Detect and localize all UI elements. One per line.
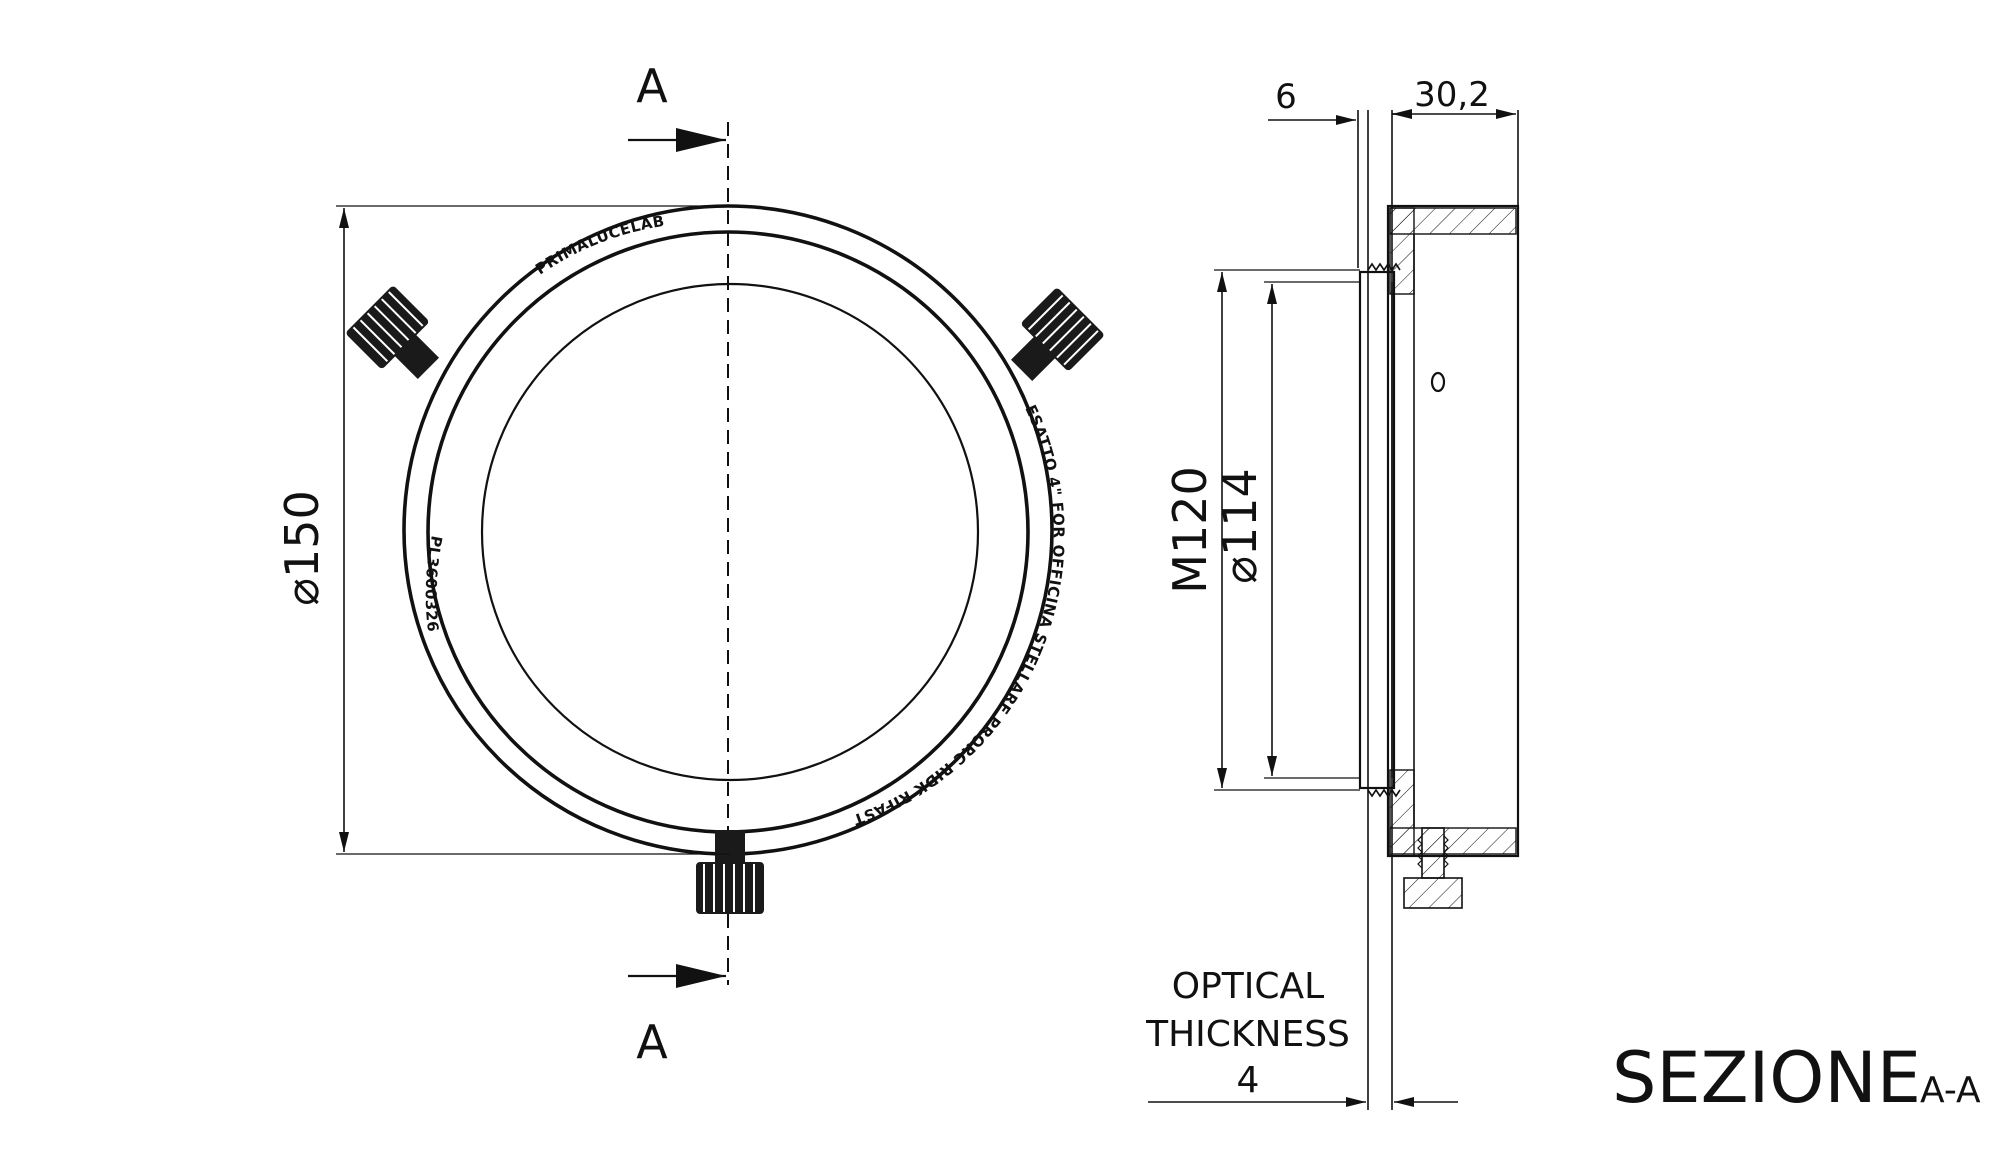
cell-body: [1386, 204, 1520, 858]
dim-length: 30,2: [1414, 75, 1490, 115]
section-mark-bottom: A: [636, 1015, 668, 1069]
dim-thread: M120: [1163, 466, 1217, 594]
section-mark-top: A: [636, 59, 668, 113]
thread-spigot: [1358, 270, 1396, 790]
section-title: SEZIONE: [1612, 1037, 1921, 1119]
dim-flange: 6: [1275, 77, 1297, 117]
inner-aperture: [480, 282, 980, 782]
pin-hole: [1430, 371, 1446, 393]
section-screw: [1403, 827, 1463, 909]
thread-teeth-top: [1367, 262, 1401, 272]
thumb-screw-bottom: [696, 830, 764, 914]
section-id: A-A: [1920, 1070, 1981, 1111]
thumb-screw-left: [346, 286, 439, 379]
engraving-right: ESATTO 4" FOR OFFICINA STELLARE PRORC RI…: [850, 402, 1067, 829]
engraving-left: PL3600326: [422, 534, 446, 633]
note-line2: THICKNESS: [1145, 1014, 1350, 1055]
note-value: 4: [1237, 1060, 1260, 1101]
front-view: A A: [275, 59, 1104, 1069]
dim-outer-diameter: ⌀150: [275, 490, 329, 606]
thumb-screw-right: [1011, 288, 1104, 381]
dim-bore: ⌀114: [1213, 468, 1267, 584]
section-view: 6 30,2 M120 ⌀114 OPTICAL THICKNESS 4 SEZ…: [1145, 75, 1981, 1119]
note-line1: OPTICAL: [1172, 966, 1324, 1007]
thread-teeth-bottom: [1367, 788, 1401, 798]
